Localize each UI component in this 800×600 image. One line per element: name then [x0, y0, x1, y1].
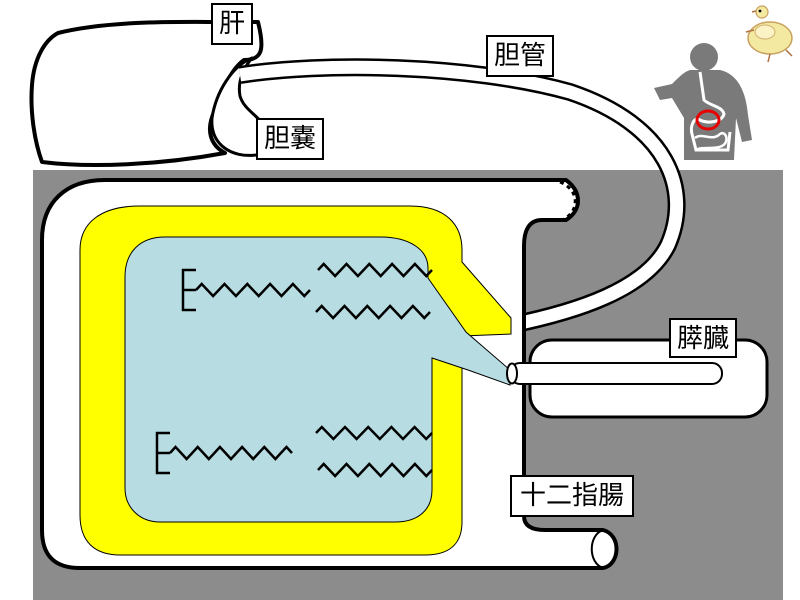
small-cartoon-creature-icon [745, 5, 793, 63]
bile-duct-tube [238, 60, 684, 332]
peptide-chain-1 [317, 262, 433, 278]
pancreas-label: 膵臓 [669, 318, 738, 358]
duodenum-end-dashes [559, 180, 577, 222]
liver-label: 肝 [211, 3, 254, 45]
duodenum-label: 十二指腸 [510, 475, 635, 517]
gallbladder-label: 胆嚢 [256, 118, 325, 160]
enzyme-symbol-1 [181, 268, 311, 312]
peptide-chain-4 [317, 462, 433, 478]
bile-duct-label: 胆管 [486, 35, 555, 77]
duodenum-tail-opening [590, 529, 604, 569]
peptide-chain-2 [315, 304, 431, 320]
human-torso-digestive-icon [654, 43, 752, 160]
pancreatic-duct-opening [506, 362, 518, 385]
pancreatic-duct [509, 362, 723, 385]
enzyme-symbol-2 [155, 431, 293, 475]
peptide-chain-3 [315, 425, 433, 441]
